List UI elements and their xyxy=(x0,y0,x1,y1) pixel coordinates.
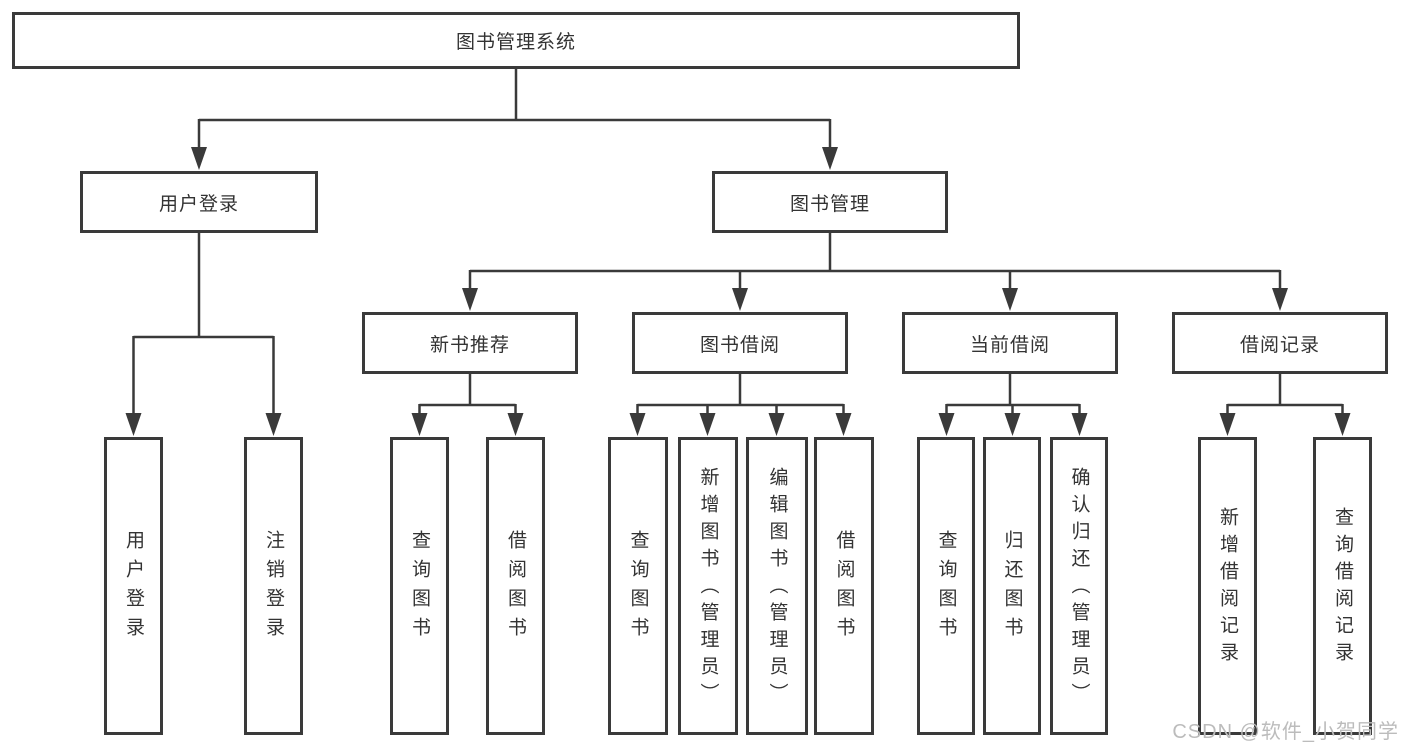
leaf-confirm-return-admin: 确认归还（管理员） xyxy=(1050,437,1108,735)
node-user-login: 用户登录 xyxy=(80,171,318,233)
node-book-management: 图书管理 xyxy=(712,171,948,233)
node-library-management-system: 图书管理系统 xyxy=(12,12,1020,69)
leaf-query-books: 查询图书 xyxy=(390,437,449,735)
leaf-borrow-borrow-books: 借阅图书 xyxy=(814,437,874,735)
leaf-query-borrow-record: 查询借阅记录 xyxy=(1313,437,1372,735)
connector-current-borrow-to-leaves xyxy=(945,374,1081,416)
connector-book-borrow-to-leaves xyxy=(636,374,845,416)
leaf-user-login: 用户登录 xyxy=(104,437,163,735)
connector-new-book-to-leaves xyxy=(418,374,517,416)
connector-book-management-to-level3 xyxy=(468,233,1282,291)
connector-root-to-level2 xyxy=(197,69,832,150)
node-current-borrow: 当前借阅 xyxy=(902,312,1118,374)
node-borrow-records: 借阅记录 xyxy=(1172,312,1388,374)
leaf-logout: 注销登录 xyxy=(244,437,303,735)
csdn-watermark: CSDN @软件_小贺同学 xyxy=(1172,721,1399,743)
leaf-add-borrow-record: 新增借阅记录 xyxy=(1198,437,1257,735)
leaf-borrow-query-books: 查询图书 xyxy=(608,437,668,735)
connector-borrow-records-to-leaves xyxy=(1226,374,1344,416)
leaf-return-books: 归还图书 xyxy=(983,437,1041,735)
leaf-add-books-admin: 新增图书（管理员） xyxy=(678,437,738,735)
node-new-book-recommend: 新书推荐 xyxy=(362,312,578,374)
leaf-edit-books-admin: 编辑图书（管理员） xyxy=(746,437,808,735)
leaf-borrow-books: 借阅图书 xyxy=(486,437,545,735)
node-book-borrow: 图书借阅 xyxy=(632,312,848,374)
connector-user-login-to-leaves xyxy=(132,233,275,416)
leaf-current-query-books: 查询图书 xyxy=(917,437,975,735)
